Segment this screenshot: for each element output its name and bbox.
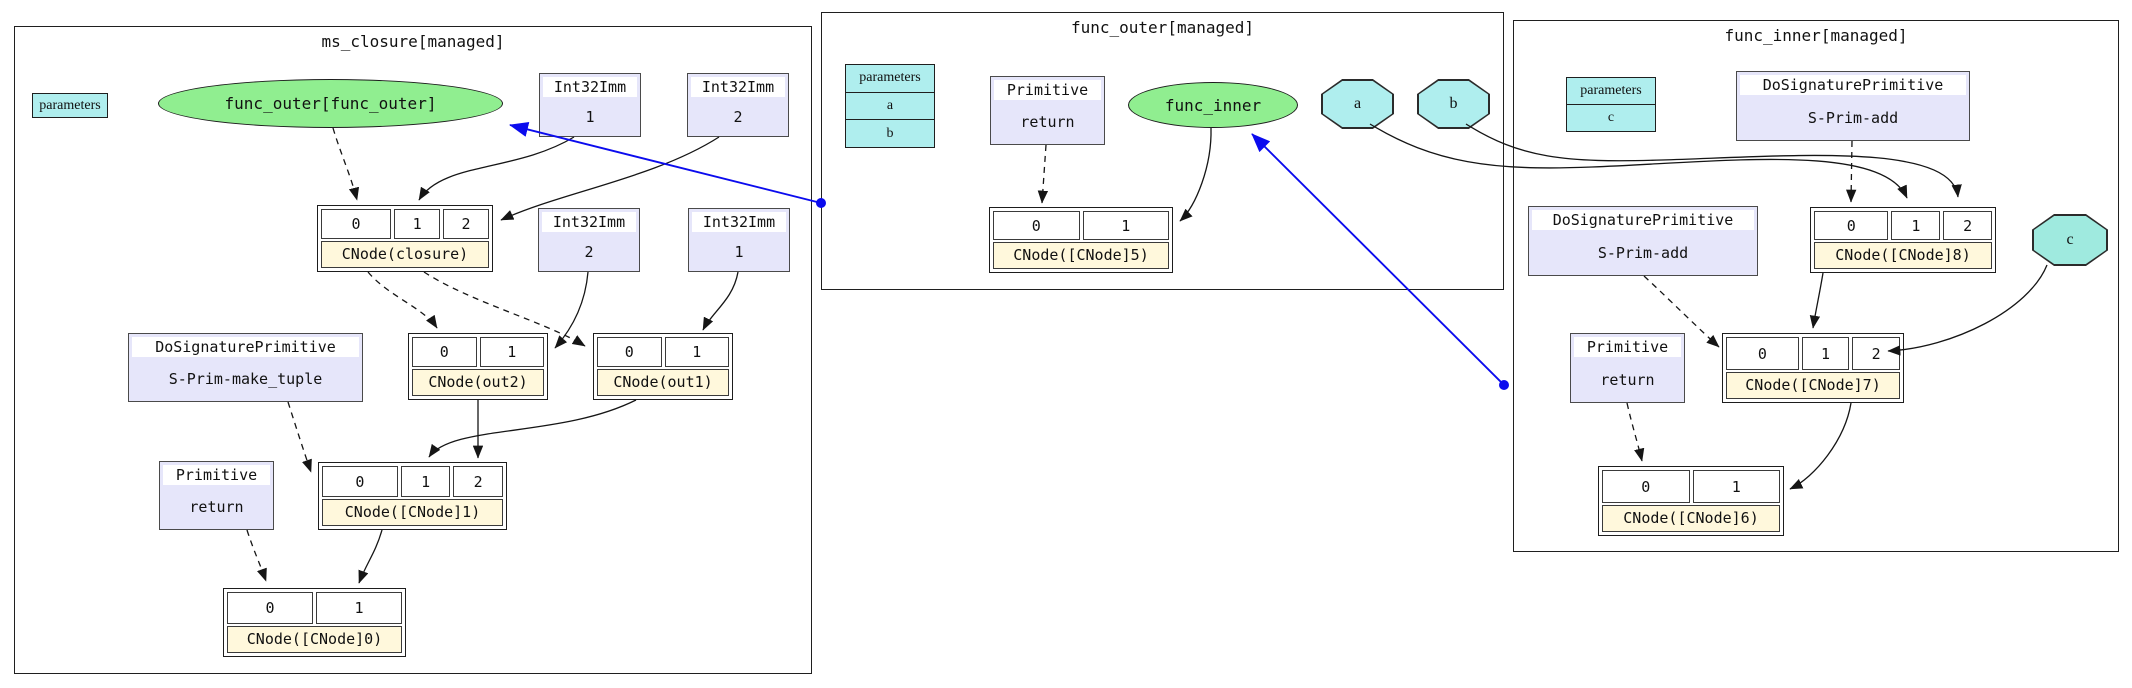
cnode-7-record: 0 1 2 CNode([CNode]7) bbox=[1722, 333, 1904, 403]
node-type: DoSignaturePrimitive bbox=[1532, 210, 1754, 230]
record-cell: 1 bbox=[400, 466, 451, 497]
record-cell: 0 bbox=[412, 337, 477, 367]
node-type: Int32Imm bbox=[542, 212, 636, 232]
node-value: return bbox=[189, 498, 244, 516]
record-label: CNode([CNode]0) bbox=[227, 626, 402, 653]
record-cell: 2 bbox=[443, 209, 489, 239]
record-cell: 0 bbox=[321, 209, 392, 239]
func-inner-parameters-table: parameters c bbox=[1566, 77, 1656, 132]
parameter-octagon-c: c bbox=[2032, 214, 2108, 266]
node-value: S-Prim-add bbox=[1807, 108, 1899, 127]
record-cell: 2 bbox=[453, 466, 503, 497]
node-value: return bbox=[1600, 370, 1655, 389]
cluster-func-inner-title: func_inner[managed] bbox=[1724, 26, 1908, 45]
record-cell: 0 bbox=[1602, 470, 1690, 503]
record-cell: 0 bbox=[993, 211, 1080, 240]
record-label: CNode(out2) bbox=[412, 369, 544, 396]
s-prim-add-node-top: DoSignaturePrimitive S-Prim-add bbox=[1736, 71, 1970, 141]
node-value: return bbox=[1020, 113, 1075, 131]
node-type: Primitive bbox=[994, 80, 1101, 100]
parameters-header: parameters bbox=[1580, 83, 1642, 98]
cnode-closure-record: 0 1 2 CNode(closure) bbox=[317, 205, 493, 272]
record-label: CNode([CNode]8) bbox=[1814, 242, 1992, 269]
cnode-8-record: 0 1 2 CNode([CNode]8) bbox=[1810, 207, 1996, 273]
record-label: CNode([CNode]1) bbox=[322, 499, 503, 526]
node-value: S-Prim-add bbox=[1597, 243, 1689, 262]
node-type: Int32Imm bbox=[543, 77, 637, 97]
record-cell: 1 bbox=[664, 337, 729, 367]
cluster-func-outer-title: func_outer[managed] bbox=[1070, 18, 1255, 37]
node-value: 2 bbox=[733, 107, 743, 126]
parameters-header: parameters bbox=[39, 97, 101, 113]
cnode-out1-record: 0 1 CNode(out1) bbox=[593, 333, 733, 400]
parameter-octagon-b: b bbox=[1417, 79, 1490, 129]
cluster-ms-closure-title: ms_closure[managed] bbox=[321, 32, 505, 51]
node-type: Primitive bbox=[1574, 337, 1681, 357]
node-type: Primitive bbox=[163, 465, 270, 485]
func-inner-ellipse-node: func_inner bbox=[1128, 82, 1298, 128]
record-cell: 0 bbox=[322, 466, 398, 497]
closure-link-dot-inner bbox=[1499, 380, 1509, 390]
record-cell: 1 bbox=[479, 337, 544, 367]
int32imm-2-node: Int32Imm 2 bbox=[687, 73, 789, 137]
cnode-5-record: 0 1 CNode([CNode]5) bbox=[989, 207, 1173, 273]
node-type: Int32Imm bbox=[692, 212, 786, 232]
node-type: DoSignaturePrimitive bbox=[132, 337, 359, 357]
func-outer-parameters-table: parameters a b bbox=[845, 64, 935, 148]
cnode-6-record: 0 1 CNode([CNode]6) bbox=[1598, 466, 1784, 536]
record-label: CNode(out1) bbox=[597, 369, 729, 396]
record-label: CNode(closure) bbox=[321, 241, 489, 268]
parameter-row-a: a bbox=[846, 91, 934, 120]
record-label: CNode([CNode]5) bbox=[993, 242, 1169, 269]
func-outer-ellipse-node: func_outer[func_outer] bbox=[158, 79, 503, 128]
s-prim-add-node-bottom: DoSignaturePrimitive S-Prim-add bbox=[1528, 206, 1758, 276]
parameter-octagon-a: a bbox=[1321, 79, 1394, 129]
octagon-label: c bbox=[2033, 215, 2107, 265]
record-cell: 1 bbox=[1801, 337, 1850, 370]
record-label: CNode([CNode]6) bbox=[1602, 505, 1780, 532]
node-value: 1 bbox=[734, 242, 744, 261]
int32imm-2b-node: Int32Imm 2 bbox=[538, 208, 640, 272]
return-primitive-node-left: Primitive return bbox=[159, 461, 274, 530]
node-type: DoSignaturePrimitive bbox=[1740, 75, 1966, 95]
node-value: 1 bbox=[585, 107, 595, 126]
node-value: 2 bbox=[584, 242, 594, 261]
record-cell: 1 bbox=[1692, 470, 1780, 503]
func-outer-ellipse-label: func_outer[func_outer] bbox=[224, 94, 437, 113]
record-cell: 1 bbox=[394, 209, 441, 239]
parameter-row-c: c bbox=[1567, 104, 1655, 131]
octagon-label: a bbox=[1322, 80, 1393, 128]
func-inner-ellipse-label: func_inner bbox=[1164, 95, 1262, 115]
cnode-1-record: 0 1 2 CNode([CNode]1) bbox=[318, 462, 507, 530]
parameters-header: parameters bbox=[859, 70, 921, 86]
parameter-row-b: b bbox=[846, 119, 934, 147]
record-cell: 1 bbox=[316, 592, 402, 624]
record-cell: 0 bbox=[1726, 337, 1799, 370]
record-label: CNode([CNode]7) bbox=[1726, 372, 1900, 399]
record-cell: 2 bbox=[1852, 337, 1901, 370]
cnode-0-record: 0 1 CNode([CNode]0) bbox=[223, 588, 406, 657]
int32imm-1-node: Int32Imm 1 bbox=[539, 73, 641, 137]
ms-closure-parameters-table: parameters bbox=[32, 93, 108, 118]
node-type: Int32Imm bbox=[691, 77, 785, 97]
record-cell: 0 bbox=[597, 337, 662, 367]
make-tuple-primitive-node: DoSignaturePrimitive S-Prim-make_tuple bbox=[128, 333, 363, 402]
record-cell: 2 bbox=[1943, 211, 1993, 240]
record-cell: 0 bbox=[227, 592, 313, 624]
cnode-out2-record: 0 1 CNode(out2) bbox=[408, 333, 548, 400]
return-primitive-node-mid: Primitive return bbox=[990, 76, 1105, 145]
return-primitive-node-right: Primitive return bbox=[1570, 333, 1685, 403]
record-cell: 1 bbox=[1891, 211, 1941, 240]
int32imm-1b-node: Int32Imm 1 bbox=[688, 208, 790, 272]
octagon-label: b bbox=[1418, 80, 1489, 128]
record-cell: 0 bbox=[1814, 211, 1889, 240]
node-value: S-Prim-make_tuple bbox=[168, 370, 323, 388]
record-cell: 1 bbox=[1082, 211, 1169, 240]
